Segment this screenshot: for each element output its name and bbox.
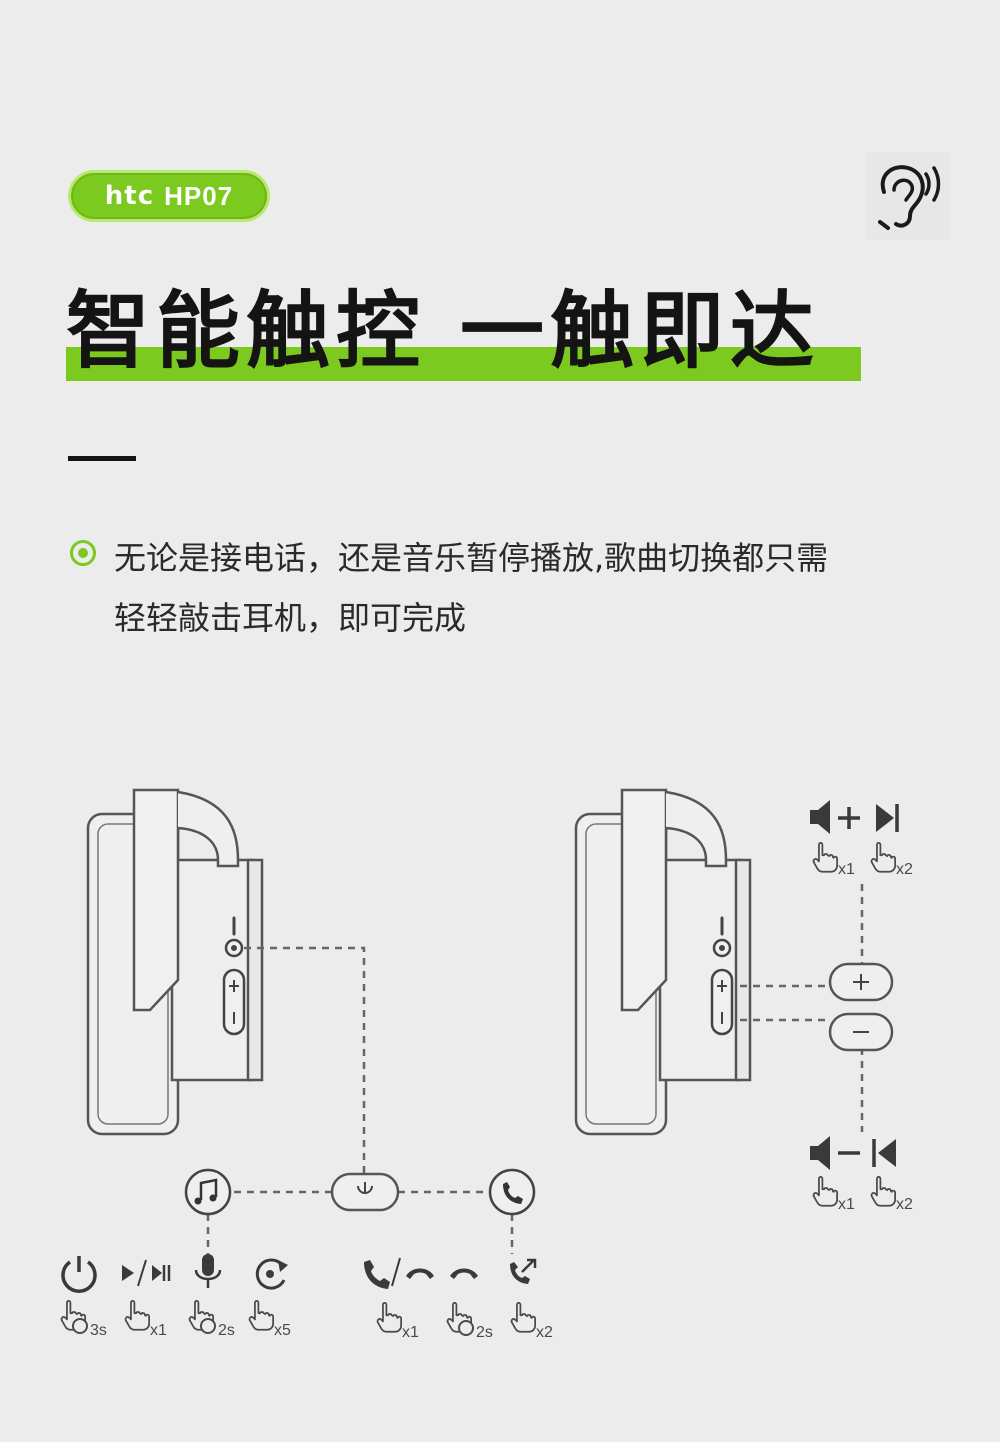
previous-gesture: x2 [870,1175,913,1213]
redial-gesture: x2 [510,1301,553,1341]
power-icon [61,1256,97,1293]
microphone-icon [194,1254,222,1288]
phone-call-icon [488,1168,536,1216]
answer-reject-icon [364,1257,434,1289]
right-headphone-diagram [574,788,752,1136]
model-name: HP07 [164,180,234,211]
redial-gesture-label: x2 [536,1324,553,1341]
volume-down-button [828,1012,894,1052]
reject-gesture: 2s [446,1301,493,1341]
pair-gesture: x5 [248,1299,291,1339]
assistant-gesture-label: 2s [218,1322,235,1339]
volume-up-button [828,962,894,1002]
description-line-1: 无论是接电话，还是音乐暂停播放,歌曲切换都只需 [114,539,829,577]
answer-gesture: x1 [376,1301,419,1341]
redial-icon [510,1258,537,1284]
page-title: 智能触控一触即达 [66,276,946,386]
volume-down-gesture-label: x1 [838,1196,855,1213]
hangup-icon [450,1268,478,1279]
pairing-icon [255,1258,288,1290]
next-track-icon [876,804,899,832]
play-gesture: x1 [124,1299,167,1339]
next-gesture: x2 [870,841,913,878]
volume-down-gesture: x1 [812,1175,855,1213]
touch-control-diagram: 3s x1 2s x5 x1 2s x2 [60,788,913,1341]
pair-gesture-label: x5 [274,1322,291,1339]
bullet-radio-icon [70,540,96,566]
music-note-icon [184,1168,232,1216]
headline-part1: 智能触控 [66,282,427,380]
volume-up-gesture-label: x1 [838,861,855,878]
section-divider [68,456,136,461]
volume-up-icon [810,800,860,834]
power-gesture-label: 3s [90,1322,107,1339]
power-gesture: 3s [60,1299,107,1339]
brand-logo: htc [104,181,155,211]
next-gesture-label: x2 [896,861,913,878]
left-headphone-diagram [86,788,264,1136]
assistant-gesture: 2s [188,1299,235,1339]
description-line-2: 轻轻敲击耳机，即可完成 [114,599,467,637]
power-button-diagram [330,1172,400,1212]
ear-sound-icon [866,152,950,240]
play-pause-icon [122,1259,171,1287]
headline-underline [66,347,861,381]
reject-gesture-label: 2s [476,1324,493,1341]
volume-down-icon [810,1136,860,1170]
play-gesture-label: x1 [150,1322,167,1339]
brand-badge: htc HP07 [68,170,270,222]
answer-gesture-label: x1 [402,1324,419,1341]
previous-track-icon [872,1139,896,1167]
feature-description: 无论是接电话，还是音乐暂停播放,歌曲切换都只需 轻轻敲击耳机，即可完成 [114,528,934,648]
headline-part2: 一触即达 [460,282,821,380]
previous-gesture-label: x2 [896,1196,913,1213]
volume-up-gesture: x1 [812,841,855,878]
